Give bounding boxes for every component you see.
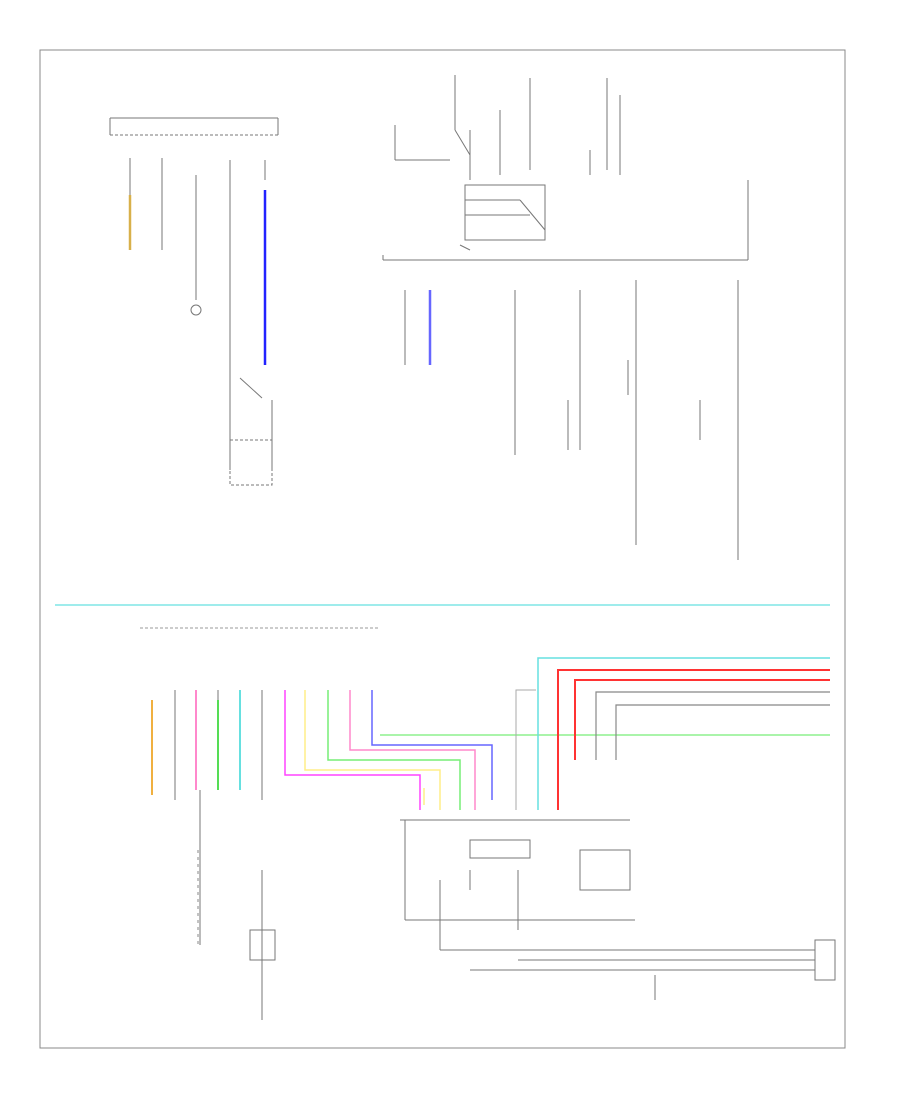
wire-lightgreen-route (327, 690, 461, 810)
combination-meter-block (109, 117, 279, 486)
wire-blue-route (371, 690, 493, 800)
wire-cyan-bus (537, 657, 830, 810)
wire-red-bus-1 (557, 669, 830, 810)
wire-magenta-route (284, 690, 421, 810)
gateway-ecu-block (400, 819, 836, 1000)
wire-gray-bus-1 (595, 691, 830, 760)
wire-gray-bus-3 (515, 689, 536, 810)
wire-red-bus-2 (574, 679, 830, 760)
ecu-lower-wires (404, 280, 739, 560)
wire-gray-bus-2 (615, 704, 830, 760)
lower-left-wires (174, 690, 276, 1020)
wire-yellow-route (304, 690, 441, 810)
relay-block (382, 75, 749, 261)
diagram-frame (39, 49, 846, 1049)
wire-pink-route (349, 690, 476, 810)
